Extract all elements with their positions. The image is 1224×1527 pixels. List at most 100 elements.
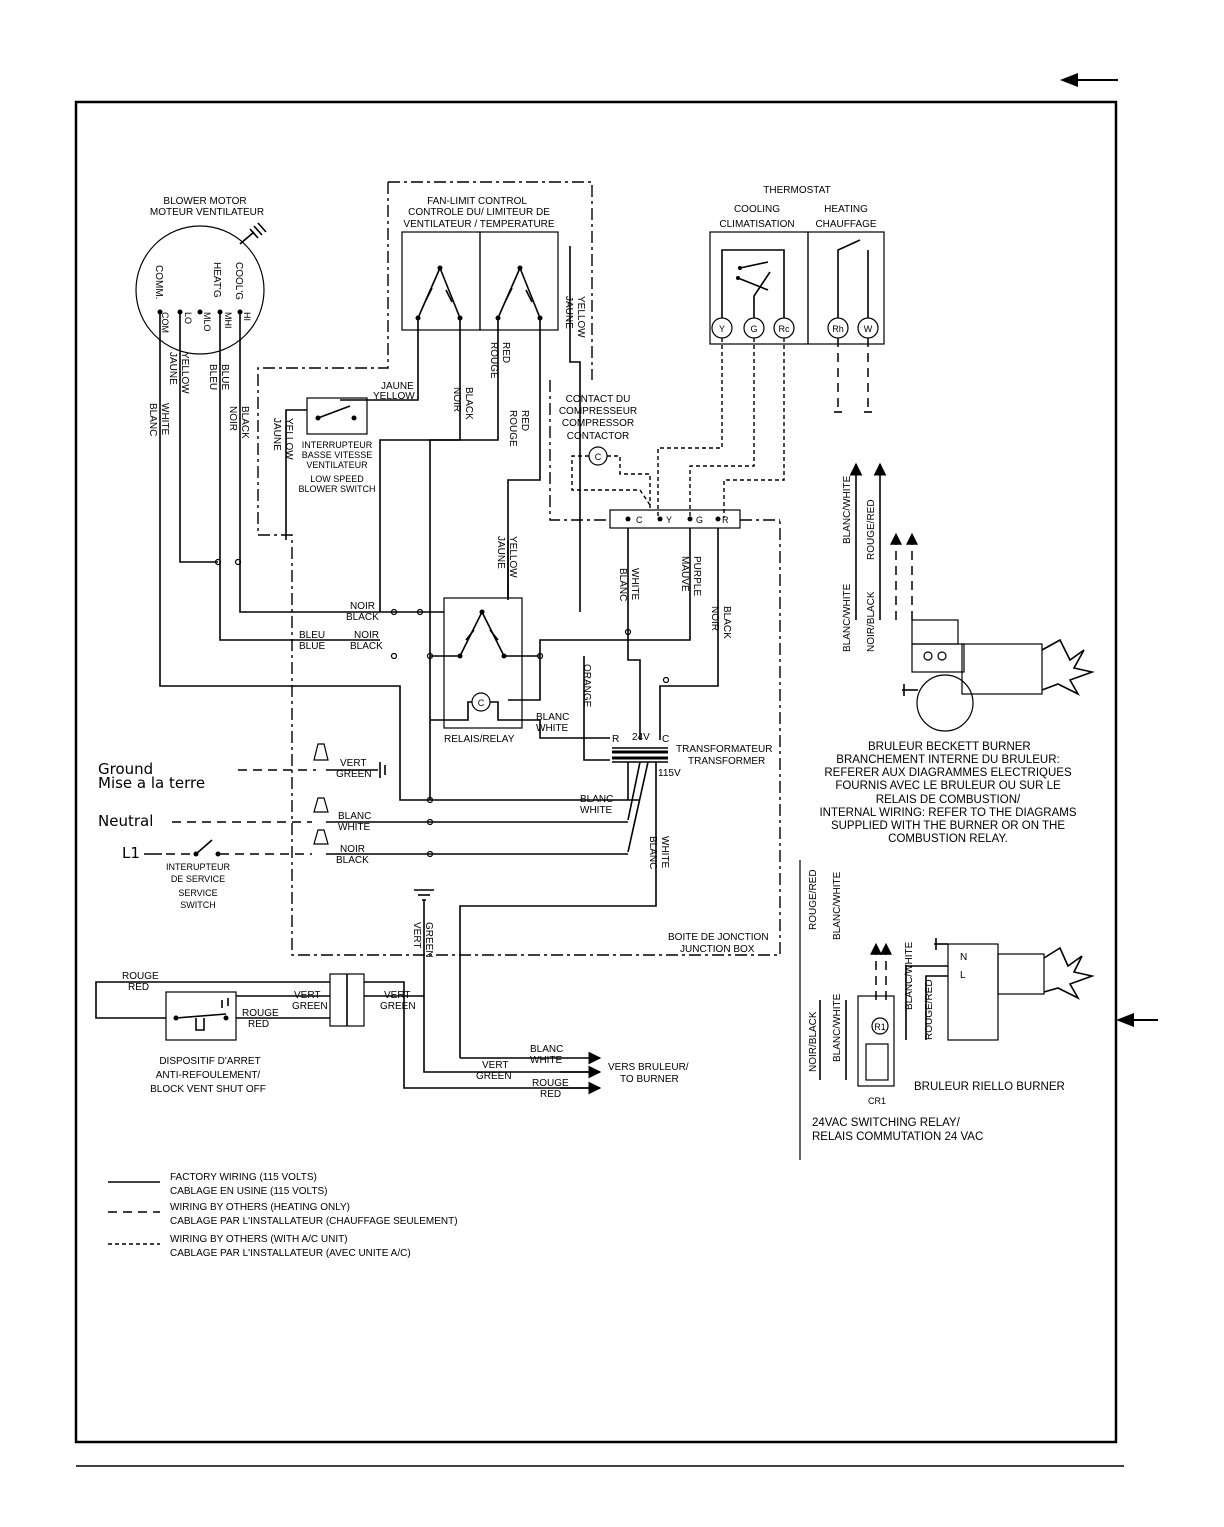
motor-ground-icon bbox=[239, 222, 267, 245]
service-switch-label-1: INTERUPTEUR bbox=[166, 862, 231, 872]
blower-motor: BLOWER MOTOR MOTEUR VENTILATEUR COMM. HE… bbox=[135, 196, 267, 355]
relay-wire-white: WHITE bbox=[536, 723, 569, 734]
motor-com-label: COM bbox=[160, 312, 170, 333]
legend-ac-2: CABLAGE PAR L'INSTALLATEUR (AVEC UNITE A… bbox=[170, 1248, 411, 1259]
riello-wire-noir-black: NOIR/BLACK bbox=[808, 1011, 819, 1072]
junction-box-label-2: JUNCTION BOX bbox=[680, 944, 755, 955]
low-switch-label-3: VENTILATEUR bbox=[306, 460, 368, 470]
block-wire-vert-2: VERT bbox=[384, 990, 411, 1001]
chassis-wire-vert: VERT bbox=[411, 922, 422, 949]
diagram-frame bbox=[74, 100, 1118, 1444]
legend-heating-1: WIRING BY OTHERS (HEATING ONLY) bbox=[170, 1202, 350, 1213]
riello-l-label: L bbox=[960, 970, 966, 981]
riello-cr1-label: CR1 bbox=[868, 1096, 886, 1106]
fan-limit-control: FAN-LIMIT CONTROL CONTROLE DU/ LIMITEUR … bbox=[401, 196, 559, 331]
motor-wire-label-yellow: YELLOW bbox=[179, 352, 190, 394]
riello-wire-blanc-white: BLANC/WHITE bbox=[832, 993, 843, 1062]
low-switch-label-4: LOW SPEED bbox=[310, 474, 364, 484]
legend-factory-1: FACTORY WIRING (115 VOLTS) bbox=[170, 1172, 317, 1183]
contactor-coil-label: C bbox=[595, 452, 602, 462]
block-wire-vert: VERT bbox=[294, 990, 321, 1001]
burner-wire-green: GREEN bbox=[476, 1071, 512, 1082]
beckett-line-5: INTERNAL WIRING: REFER TO THE DIAGRAMS bbox=[819, 807, 1076, 819]
vers-bruleur-label: VERS BRULEUR/ bbox=[608, 1062, 689, 1073]
transformer-label-2: TRANSFORMER bbox=[688, 756, 765, 767]
low-switch-label-1: INTERRUPTEUR bbox=[302, 440, 373, 450]
motor-heating-label: HEAT'G bbox=[211, 262, 222, 298]
switching-relay-label-1: 24VAC SWITCHING RELAY/ bbox=[812, 1117, 961, 1129]
service-switch-label-4: SWITCH bbox=[180, 900, 216, 910]
l1-label: L1 bbox=[122, 844, 140, 862]
block-wire-green: GREEN bbox=[292, 1001, 328, 1012]
riello-wire-blanc-white-2: BLANC/WHITE bbox=[832, 871, 843, 940]
transformer: R 24V C 115V TRANSFORMATEUR TRANSFORMER bbox=[612, 732, 772, 779]
contactor-label-3: COMPRESSOR bbox=[562, 418, 634, 429]
low-switch-label-5: BLOWER SWITCH bbox=[298, 484, 375, 494]
beckett-wire-blanc-white-2: BLANC/WHITE bbox=[842, 475, 853, 544]
relay-wire-yellow: YELLOW bbox=[507, 536, 518, 578]
motor-wire-label-black: BLACK bbox=[239, 406, 250, 439]
terminal-rh-label: Rh bbox=[832, 324, 844, 334]
l1-wire-noir: NOIR bbox=[340, 844, 365, 855]
relay-coil-label: C bbox=[478, 698, 485, 708]
service-switch-label-3: SERVICE bbox=[178, 888, 217, 898]
tb-wire-black: BLACK bbox=[721, 606, 732, 639]
tb-wire-purple: PURPLE bbox=[691, 556, 702, 596]
neutral-label: Neutral bbox=[98, 812, 153, 830]
beckett-line-3: FOURNIS AVEC LE BRULEUR OU SUR LE bbox=[835, 780, 1061, 792]
ground-wire-vert: VERT bbox=[340, 758, 367, 769]
wire-black-1: BLACK bbox=[346, 612, 379, 623]
transformer-label-1: TRANSFORMATEUR bbox=[676, 744, 772, 755]
legend-ac-1: WIRING BY OTHERS (WITH A/C UNIT) bbox=[170, 1234, 348, 1245]
block-vent-label-3: BLOCK VENT SHUT OFF bbox=[150, 1084, 266, 1095]
fan-wire-red-2: RED bbox=[519, 410, 530, 431]
tb-wire-noir: NOIR bbox=[709, 606, 720, 631]
beckett-burner: BLANC/WHITE NOIR/BLACK BLANC/WHITE ROUGE… bbox=[819, 462, 1095, 845]
ground-wire-green: GREEN bbox=[336, 769, 372, 780]
tb-wire-mauve: MAUVE bbox=[679, 556, 690, 592]
burner-wire-red: RED bbox=[540, 1089, 561, 1100]
fan-wire-yellow-2: YELLOW bbox=[575, 296, 586, 338]
tb-wire-white: WHITE bbox=[629, 568, 640, 601]
low-switch-wire-jaune: JAUNE bbox=[271, 418, 282, 451]
moteur-ventilateur-label: MOTEUR VENTILATEUR bbox=[150, 207, 264, 218]
neutral-wire-white: WHITE bbox=[338, 822, 371, 833]
thermostat-cooling-label: COOLING bbox=[734, 204, 780, 215]
burner-wire-blanc: BLANC bbox=[530, 1044, 563, 1055]
contactor-label-4: CONTACTOR bbox=[567, 431, 629, 442]
tb-g-label: G bbox=[696, 515, 703, 525]
contactor-label-2: COMPRESSEUR bbox=[559, 406, 637, 417]
beckett-burner-icon bbox=[916, 674, 974, 732]
motor-cooling-label: COOL'G bbox=[233, 262, 244, 300]
motor-mhi-label: MHI bbox=[223, 312, 233, 329]
beckett-wire-rouge-red: ROUGE/RED bbox=[866, 499, 877, 560]
relay-wire-orange: ORANGE bbox=[581, 664, 592, 708]
tb-y-label: Y bbox=[666, 515, 672, 525]
transformer-wire-blanc: BLANC bbox=[580, 794, 613, 805]
switching-relay-label-2: RELAIS COMMUTATION 24 VAC bbox=[812, 1131, 983, 1143]
legend: FACTORY WIRING (115 VOLTS) CABLAGE EN US… bbox=[108, 1172, 458, 1259]
terminal-rc-label: Rc bbox=[779, 324, 790, 334]
legend-factory-2: CABLAGE EN USINE (115 VOLTS) bbox=[170, 1186, 327, 1197]
fan-wire-yellow: YELLOW bbox=[373, 391, 415, 402]
beckett-line-6: SUPPLIED WITH THE BURNER OR ON THE bbox=[831, 820, 1065, 832]
motor-hi-label: HI bbox=[242, 312, 252, 321]
motor-comm-label: COMM. bbox=[153, 265, 164, 299]
relay-label: RELAIS/RELAY bbox=[444, 734, 515, 745]
motor-circle-icon bbox=[135, 225, 265, 355]
power-inputs: Ground Mise a la terre VERT GREEN Neutra… bbox=[98, 743, 628, 910]
wire-blue: BLUE bbox=[299, 641, 325, 652]
fan-wire-rouge-2: ROUGE bbox=[507, 410, 518, 447]
motor-wire-label-noir: NOIR bbox=[227, 406, 238, 431]
blower-motor-label: BLOWER MOTOR bbox=[163, 196, 246, 207]
transformer-c-label: C bbox=[662, 734, 669, 745]
thermostat-heating-label: HEATING bbox=[824, 204, 868, 215]
thermostat: THERMOSTAT COOLING CLIMATISATION HEATING… bbox=[709, 185, 885, 345]
fan-wire-red: RED bbox=[500, 342, 511, 363]
fan-limit-label-1: FAN-LIMIT CONTROL bbox=[427, 196, 527, 207]
beckett-line-1: BRANCHEMENT INTERNE DU BRULEUR: bbox=[836, 754, 1059, 766]
ground-label: Ground bbox=[98, 760, 153, 778]
low-switch-wire-yellow: YELLOW bbox=[283, 418, 294, 460]
motor-mlo-label: MLO bbox=[202, 312, 212, 332]
